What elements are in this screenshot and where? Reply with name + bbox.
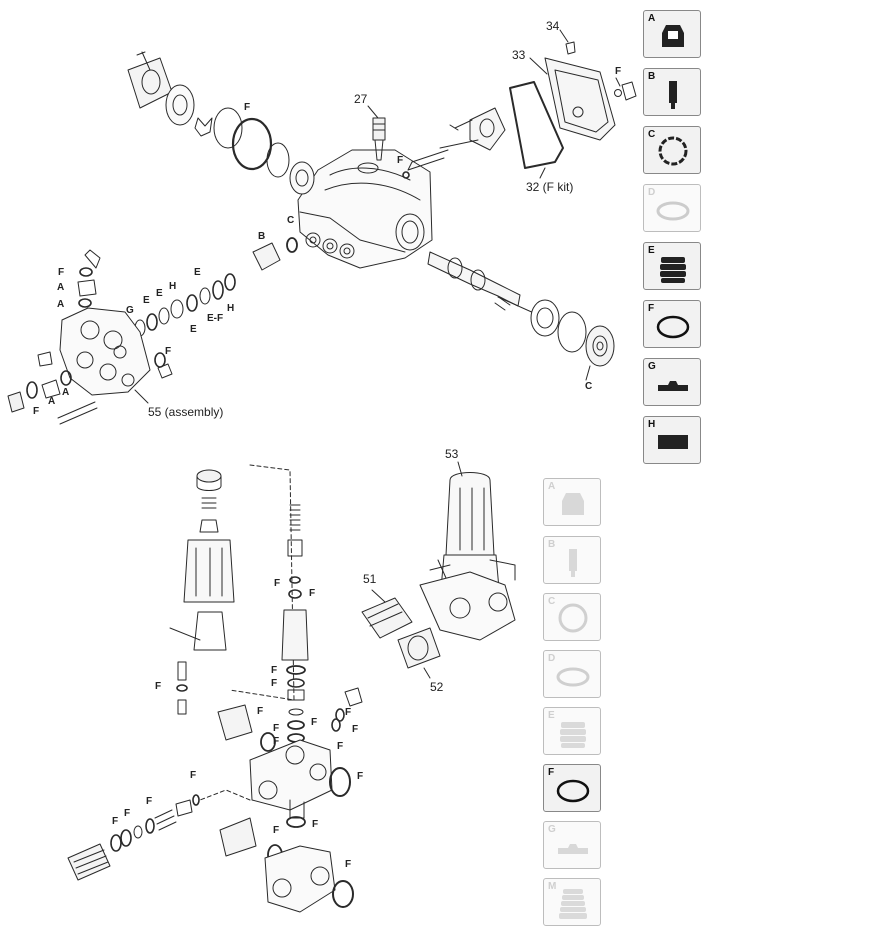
legend-top-f[interactable]: F bbox=[643, 300, 701, 348]
letter-f-m2: F bbox=[165, 346, 172, 357]
snap-ring bbox=[557, 311, 587, 353]
unloader-assembly-complete bbox=[361, 461, 516, 679]
letter-e-3: E bbox=[156, 288, 163, 299]
legend-bottom-a[interactable]: A bbox=[543, 478, 601, 526]
letter-f-u2: F bbox=[309, 588, 316, 599]
callout-52: 52 bbox=[430, 680, 444, 694]
seal-ring-icon bbox=[658, 136, 688, 166]
letter-f-u14: F bbox=[190, 770, 197, 781]
letter-f-u5: F bbox=[155, 681, 162, 692]
letter-e-2: E bbox=[190, 324, 197, 335]
support-ring-icon bbox=[558, 844, 588, 854]
callout-55: 55 (assembly) bbox=[148, 405, 224, 419]
letter-f-u7: F bbox=[311, 717, 318, 728]
letter-g: G bbox=[126, 305, 134, 316]
plunger-b bbox=[252, 242, 281, 271]
packing-stack-icon bbox=[560, 722, 586, 748]
letter-f-crank: F bbox=[397, 155, 404, 166]
part-55-manifold-assembly bbox=[7, 249, 173, 425]
seal-cap-icon bbox=[662, 25, 684, 47]
letter-a-m3: A bbox=[62, 387, 70, 398]
drain-plug bbox=[621, 81, 637, 101]
letter-b-plunger: B bbox=[258, 231, 266, 242]
flat-washer-icon bbox=[656, 201, 690, 221]
letter-f-m1: F bbox=[58, 267, 65, 278]
left-flange-plate bbox=[127, 51, 173, 109]
support-ring-icon bbox=[658, 381, 688, 391]
letter-e-f: E-F bbox=[207, 313, 224, 324]
legend-bottom-d[interactable]: D bbox=[543, 650, 601, 698]
legend-top-e[interactable]: E bbox=[643, 242, 701, 290]
flat-washer-icon bbox=[556, 667, 590, 687]
callout-33: 33 bbox=[512, 48, 526, 62]
legend-bottom-c[interactable]: C bbox=[543, 593, 601, 641]
legend-bottom-m[interactable]: M bbox=[543, 878, 601, 926]
letter-h-1: H bbox=[227, 303, 235, 314]
letter-f-cover: F bbox=[615, 66, 622, 77]
o-ring-large bbox=[231, 117, 273, 171]
unloader-exploded-view bbox=[67, 464, 363, 913]
letter-f-u9: F bbox=[273, 736, 280, 747]
letter-f-u6: F bbox=[257, 706, 264, 717]
letter-f-m3: F bbox=[33, 406, 40, 417]
legend-bottom-e[interactable]: E bbox=[543, 707, 601, 755]
callout-34: 34 bbox=[546, 19, 560, 33]
letter-f-top-oring: F bbox=[244, 102, 251, 113]
letter-f-u15: F bbox=[146, 796, 153, 807]
letter-f-u20: F bbox=[345, 859, 352, 870]
letter-a-m1: A bbox=[57, 282, 65, 293]
letter-f-u8: F bbox=[273, 723, 280, 734]
pump-crankcase bbox=[297, 149, 433, 269]
letter-e-1: E bbox=[194, 267, 201, 278]
bearing-left bbox=[165, 84, 195, 126]
seal-ring-icon bbox=[558, 603, 588, 633]
letter-a-m4: A bbox=[48, 396, 56, 407]
letter-f-u3: F bbox=[271, 665, 278, 676]
legend-bottom-f[interactable]: F bbox=[543, 764, 601, 812]
o-ring-icon bbox=[656, 315, 690, 339]
crankshaft bbox=[427, 251, 560, 337]
letter-f-u4: F bbox=[271, 678, 278, 689]
head-ring-icon bbox=[658, 435, 688, 449]
letter-f-u19: F bbox=[273, 825, 280, 836]
legend-bottom-b[interactable]: B bbox=[543, 536, 601, 584]
callout-27: 27 bbox=[354, 92, 368, 106]
packing-stack-icon bbox=[660, 257, 686, 283]
letter-e-4: E bbox=[143, 295, 150, 306]
letter-f-u10: F bbox=[345, 707, 352, 718]
part-33-rear-cover bbox=[544, 57, 616, 141]
letter-f-u11: F bbox=[352, 724, 359, 735]
letter-a-m2: A bbox=[57, 299, 65, 310]
part-27-sight-glass bbox=[372, 117, 386, 161]
plunger-icon bbox=[669, 81, 677, 109]
part-32-gasket bbox=[509, 81, 564, 169]
letter-c-bearing: C bbox=[585, 381, 593, 392]
o-ring-icon bbox=[556, 779, 590, 803]
letter-h-2: H bbox=[169, 281, 177, 292]
callout-32: 32 (F kit) bbox=[526, 180, 574, 194]
callout-51: 51 bbox=[363, 572, 377, 586]
legend-top-h[interactable]: H bbox=[643, 416, 701, 464]
connecting-rod bbox=[407, 107, 506, 171]
legend-bottom-g[interactable]: G bbox=[543, 821, 601, 869]
bearing-cover bbox=[585, 325, 615, 367]
legend-top-b[interactable]: B bbox=[643, 68, 701, 116]
multi-ring-icon bbox=[559, 889, 587, 919]
legend-top-c[interactable]: C bbox=[643, 126, 701, 174]
letter-c-seal: C bbox=[287, 215, 295, 226]
letter-f-u13: F bbox=[357, 771, 364, 782]
legend-top-a[interactable]: A bbox=[643, 10, 701, 58]
part-34-screw bbox=[565, 41, 576, 55]
legend-top-g[interactable]: G bbox=[643, 358, 701, 406]
letter-f-u18: F bbox=[312, 819, 319, 830]
letter-f-u12: F bbox=[337, 741, 344, 752]
letter-f-u1: F bbox=[274, 578, 281, 589]
plunger-icon bbox=[569, 549, 577, 577]
legend-top-d[interactable]: D bbox=[643, 184, 701, 232]
seal-cap-icon bbox=[562, 493, 584, 515]
callout-53: 53 bbox=[445, 447, 459, 461]
letter-f-u16: F bbox=[124, 808, 131, 819]
letter-f-u17: F bbox=[112, 816, 119, 827]
